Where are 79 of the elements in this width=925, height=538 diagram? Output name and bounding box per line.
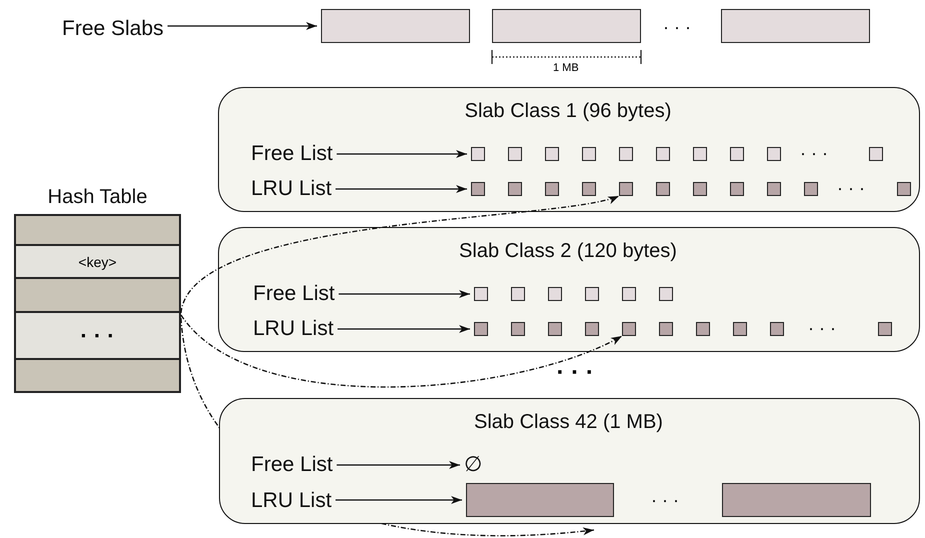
memory-chunk	[474, 287, 488, 301]
memory-chunk	[693, 182, 707, 196]
table-row	[14, 214, 181, 246]
memory-chunk	[508, 147, 522, 161]
table-row: · · ·	[14, 313, 181, 360]
memory-chunk	[466, 483, 614, 517]
free-slab-block	[492, 9, 641, 43]
memory-chunk	[767, 182, 781, 196]
memory-chunk	[582, 182, 596, 196]
panel-title: Slab Class 1 (96 bytes)	[464, 99, 672, 123]
memory-chunk	[733, 322, 747, 336]
dimension-label: 1 MB	[553, 62, 579, 74]
memory-chunk	[511, 322, 525, 336]
memory-chunk	[659, 322, 673, 336]
memory-chunk	[585, 322, 599, 336]
empty-set-symbol: ∅	[464, 453, 482, 477]
list-label: LRU List	[251, 177, 332, 201]
arrow	[336, 185, 467, 193]
pointer-arrow	[180, 195, 620, 314]
memory-chunk	[730, 147, 744, 161]
memory-chunk	[897, 182, 911, 196]
memory-chunk	[545, 147, 559, 161]
list-label: Free List	[251, 453, 333, 477]
slab-class-panel	[218, 227, 920, 352]
table-row: <key>	[14, 246, 181, 279]
ellipsis: · · ·	[556, 361, 594, 385]
memory-chunk	[545, 182, 559, 196]
memory-chunk	[869, 147, 883, 161]
arrow	[336, 150, 467, 158]
pointer-arrow	[180, 314, 622, 388]
list-label: LRU List	[251, 489, 332, 513]
memory-chunk	[730, 182, 744, 196]
arrow	[338, 325, 470, 333]
ellipsis: · · ·	[800, 144, 828, 162]
list-label: Free List	[251, 142, 333, 166]
memory-chunk	[582, 147, 596, 161]
memory-chunk	[471, 147, 485, 161]
memory-chunk	[622, 322, 636, 336]
memory-chunk	[722, 483, 871, 517]
memory-chunk	[656, 182, 670, 196]
free-slab-block	[321, 9, 470, 43]
arrow	[336, 461, 460, 469]
memory-chunk	[693, 147, 707, 161]
slab-class-panel	[219, 398, 920, 524]
table-heading: Hash Table	[46, 185, 148, 209]
list-label: LRU List	[253, 317, 334, 341]
ellipsis: · · ·	[651, 491, 679, 509]
memory-chunk	[804, 182, 818, 196]
free-slab-block	[721, 9, 870, 43]
memory-chunk	[619, 182, 633, 196]
pointer-arrow	[180, 318, 594, 536]
memory-chunk	[767, 147, 781, 161]
memory-chunk	[770, 322, 784, 336]
memory-chunk	[878, 322, 892, 336]
memory-chunk	[508, 182, 522, 196]
ellipsis: · · ·	[808, 319, 836, 337]
panel-title: Slab Class 2 (120 bytes)	[458, 239, 678, 263]
table-row	[14, 360, 181, 393]
arrow	[336, 496, 462, 504]
memory-chunk	[548, 287, 562, 301]
arrow	[338, 290, 470, 298]
ellipsis: · · ·	[663, 18, 691, 36]
memory-chunk	[696, 322, 710, 336]
arrow	[168, 22, 317, 30]
panel-title: Slab Class 42 (1 MB)	[473, 410, 664, 434]
memory-chunk	[656, 147, 670, 161]
slab-class-panel	[218, 87, 920, 212]
ellipsis: · · ·	[837, 179, 865, 197]
memory-chunk	[659, 287, 673, 301]
free-slabs-label: Free Slabs	[62, 17, 164, 41]
list-label: Free List	[253, 282, 335, 306]
memory-chunk	[474, 322, 488, 336]
memory-chunk	[548, 322, 562, 336]
memory-chunk	[622, 287, 636, 301]
memory-chunk	[511, 287, 525, 301]
table-row	[14, 279, 181, 313]
memory-chunk	[585, 287, 599, 301]
memory-chunk	[471, 182, 485, 196]
memory-chunk	[619, 147, 633, 161]
